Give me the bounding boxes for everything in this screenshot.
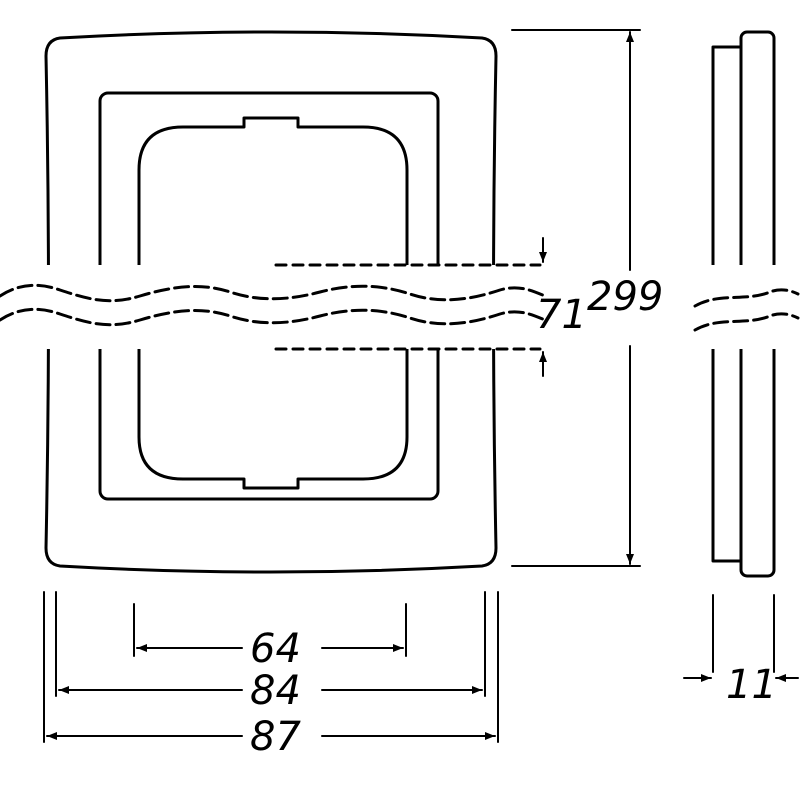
label-299: 299 — [587, 274, 663, 320]
label-64: 64 — [250, 626, 301, 672]
inner-frame-outline — [98, 91, 440, 501]
dimension-depth: 11 — [683, 662, 799, 708]
dimension-inner-frame-width: 84 — [58, 668, 483, 714]
extension-lines-bottom — [43, 591, 499, 743]
label-84: 84 — [250, 668, 301, 714]
label-11: 11 — [726, 662, 777, 708]
dimension-inner-opening-width: 64 — [136, 626, 404, 672]
side-body — [739, 30, 776, 578]
side-view — [693, 30, 800, 673]
front-view — [44, 30, 498, 574]
outer-frame-outline — [44, 30, 498, 574]
dimension-module-pitch: 71 — [536, 237, 587, 377]
dimension-overall-height: 299 — [511, 29, 663, 567]
label-71: 71 — [536, 292, 587, 338]
break-lines-front — [0, 263, 547, 351]
label-87: 87 — [250, 714, 301, 760]
device-opening-outline — [137, 116, 409, 490]
side-flange — [711, 45, 743, 563]
dimension-overall-width: 87 — [46, 714, 496, 760]
